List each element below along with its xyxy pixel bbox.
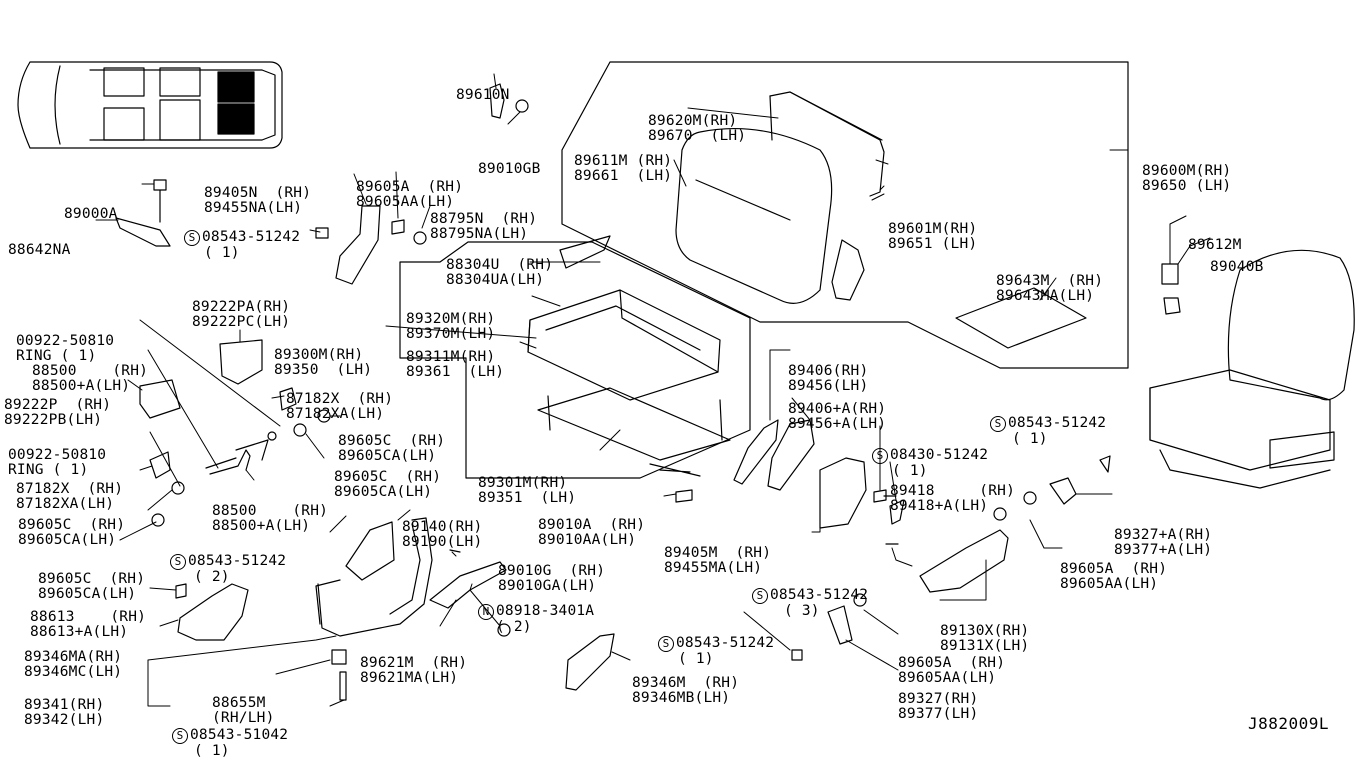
part-label-89010G: 89010G (RH)89010GA(LH) xyxy=(498,563,606,594)
part-label-89300M: 89300M(RH)89350 (LH) xyxy=(274,347,373,378)
part-label-89643M: 89643M (RH)89643MA(LH) xyxy=(996,273,1104,304)
part-label-89140: 89140(RH)89190(LH) xyxy=(402,519,483,550)
part-label-89311M: 89311M(RH)89361 (LH) xyxy=(406,349,505,380)
part-label-89620M: 89620M(RH)89670 (LH) xyxy=(648,113,747,144)
part-label-89605C-d: 89605C (RH)89605CA(LH) xyxy=(38,571,146,602)
part-label-89327-b: 89327(RH)89377(LH) xyxy=(898,691,979,722)
part-label-88642NA: 88642NA xyxy=(8,242,71,258)
side-seat-illustration xyxy=(1149,249,1355,489)
component-parts xyxy=(115,83,1181,701)
cushion-group-outline xyxy=(399,241,751,479)
part-label-89405M: 89405M (RH)89455MA(LH) xyxy=(664,545,772,576)
part-label-89605A-b: 89605A (RH)89605AA(LH) xyxy=(1060,561,1168,592)
diagram-reference-code: J882009L xyxy=(1248,714,1330,733)
seat-back-pad xyxy=(955,287,1087,349)
part-label-89346M: 89346M (RH)89346MB(LH) xyxy=(632,675,740,706)
part-label-89418: 89418 (RH)89418+A(LH) xyxy=(890,483,1016,514)
part-label-89010A: 89010A (RH)89010AA(LH) xyxy=(538,517,646,548)
part-label-89341: 89341(RH)89342(LH) xyxy=(24,697,105,728)
part-label-88500-b: 88500 (RH)88500+A(LH) xyxy=(212,503,329,534)
part-label-88613: 88613 (RH)88613+A(LH) xyxy=(30,609,147,640)
part-label-89405N: 89405N (RH)89455NA(LH) xyxy=(204,185,312,216)
part-label-89605C-a: 89605C (RH)89605CA(LH) xyxy=(338,433,446,464)
part-label-89621M: 89621M (RH)89621MA(LH) xyxy=(360,655,468,686)
part-label-89601M: 89601M(RH)89651 (LH) xyxy=(888,221,978,252)
part-label-89612M: 89612M xyxy=(1188,237,1242,253)
part-label-89600M: 89600M(RH)89650 (LH) xyxy=(1142,163,1232,194)
part-label-89605A-top: 89605A (RH)89605AA(LH) xyxy=(356,179,464,210)
part-label-89611M: 89611M (RH)89661 (LH) xyxy=(574,153,673,184)
part-label-89222PA: 89222PA(RH)89222PC(LH) xyxy=(192,299,291,330)
seat-cushion-illustration xyxy=(527,235,731,477)
part-label-89301M: 89301M(RH)89351 (LH) xyxy=(478,475,577,506)
part-label-89320M: 89320M(RH)89370M(LH) xyxy=(406,311,496,342)
diagram-artwork xyxy=(17,61,1355,707)
seat-assembly-outline xyxy=(561,61,1129,369)
part-label-89605C-b: 89605C (RH)89605CA(LH) xyxy=(334,469,442,500)
part-label-89040B: 89040B xyxy=(1210,259,1264,275)
part-label-89605A-c: 89605A (RH)89605AA(LH) xyxy=(898,655,1006,686)
vehicle-top-view-illustration xyxy=(17,61,283,149)
part-label-89010GB: 89010GB xyxy=(478,161,541,177)
part-label-89406-b: 89406+A(RH)89456+A(LH) xyxy=(788,401,887,432)
part-label-88500-a: 88500 (RH)88500+A(LH) xyxy=(32,363,149,394)
part-label-88655M: 88655M(RH/LH) xyxy=(212,695,275,726)
part-label-89000A: 89000A xyxy=(64,206,118,222)
part-label-89610N: 89610N xyxy=(456,87,510,103)
part-label-89130X: 89130X(RH)89131X(LH) xyxy=(940,623,1030,654)
part-label-89605C-c: 89605C (RH)89605CA(LH) xyxy=(18,517,126,548)
part-label-89346MA: 89346MA(RH)89346MC(LH) xyxy=(24,649,123,680)
part-label-89327-a: 89327+A(RH)89377+A(LH) xyxy=(1114,527,1213,558)
part-label-88795N: 88795N (RH)88795NA(LH) xyxy=(430,211,538,242)
leader-lines xyxy=(95,73,1211,707)
part-label-87182X-a: 87182X (RH)87182XA(LH) xyxy=(286,391,394,422)
seat-back-illustration xyxy=(675,91,885,304)
part-label-89222P: 89222P (RH)89222PB(LH) xyxy=(4,397,112,428)
part-label-89406-a: 89406(RH)89456(LH) xyxy=(788,363,869,394)
parts-diagram: 89610N 89010GB 89620M(RH)89670 (LH) 8961… xyxy=(4,61,1355,759)
part-label-88304U: 88304U (RH)88304UA(LH) xyxy=(446,257,554,288)
part-label-87182X-b: 87182X (RH)87182XA(LH) xyxy=(16,481,124,512)
